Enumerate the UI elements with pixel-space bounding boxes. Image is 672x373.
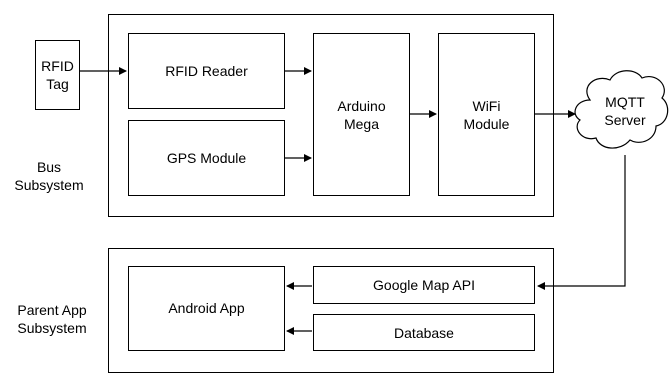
mqtt-cloud-shape [574,70,669,149]
bus-subsystem-container [108,14,554,217]
database-box: Database [313,314,535,351]
android-app-box: Android App [128,266,285,351]
wifi-module-box: WiFi Module [438,33,535,196]
rfid-tag-box: RFID Tag [35,40,80,110]
gps-module-box: GPS Module [128,120,285,196]
mqtt-server-label: MQTT Server [604,94,646,128]
parent-app-subsystem-label: Parent App Subsystem [17,302,87,336]
arrow-mqtt-to-maps [537,155,626,290]
google-map-api-box: Google Map API [313,266,535,304]
rfid-reader-box: RFID Reader [128,33,285,109]
arduino-mega-box: Arduino Mega [313,33,410,196]
bus-subsystem-label: Bus Subsystem [14,159,84,193]
